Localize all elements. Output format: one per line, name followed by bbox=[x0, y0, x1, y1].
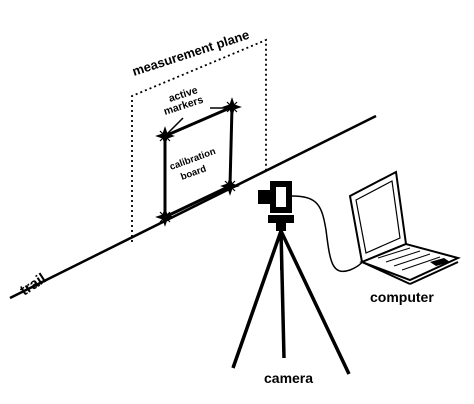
camera-label: camera bbox=[264, 370, 313, 386]
laptop-icon bbox=[348, 170, 461, 285]
tripod-icon bbox=[231, 215, 351, 375]
marker-star-icon bbox=[155, 126, 175, 146]
trail-line bbox=[9, 114, 377, 300]
computer-label: computer bbox=[370, 289, 434, 305]
trail-label: trail bbox=[17, 270, 49, 299]
camera-icon bbox=[258, 181, 292, 213]
marker-star-icon bbox=[155, 207, 175, 227]
camera-cable bbox=[291, 195, 365, 273]
marker-star-icon bbox=[222, 97, 242, 117]
marker-star-icon bbox=[220, 176, 240, 196]
